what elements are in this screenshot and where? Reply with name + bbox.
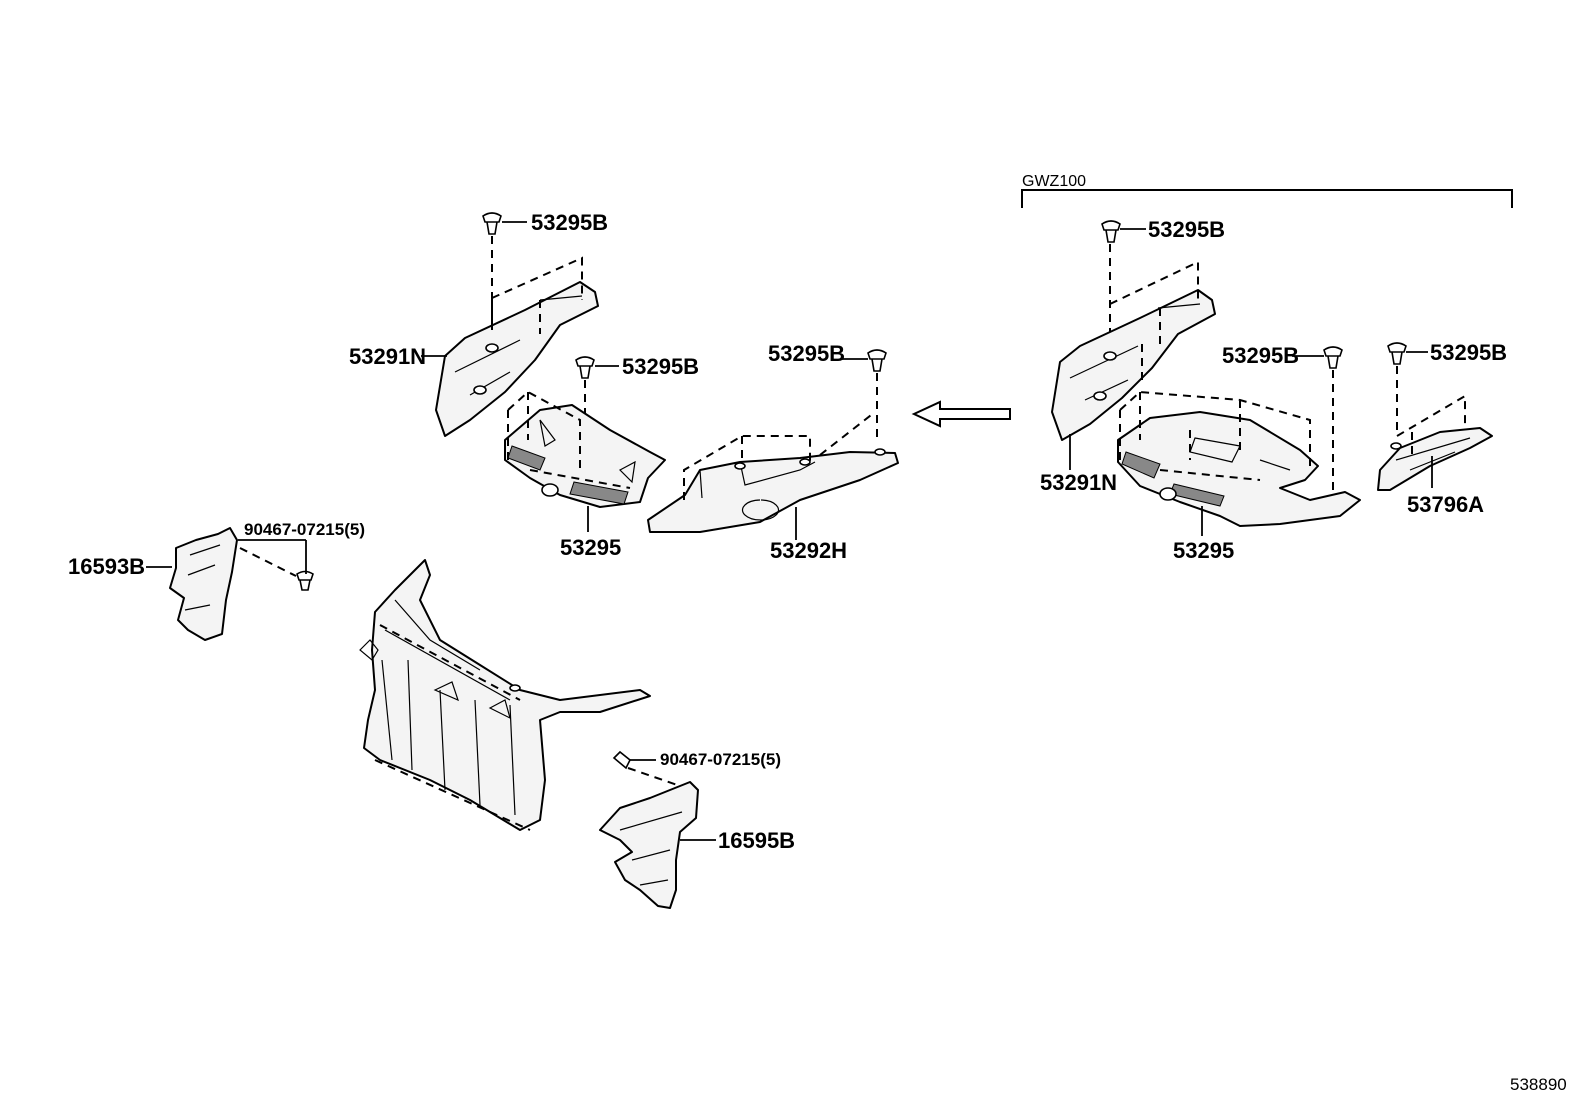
- clip-icon: [867, 349, 887, 372]
- label-90467-right: 90467-07215(5): [660, 750, 781, 769]
- bolt-icon: [612, 750, 632, 770]
- label-53295b-right-mid: 53295B: [1222, 343, 1299, 368]
- center-cover-part: [504, 404, 666, 508]
- direction-arrow-icon: [911, 400, 1011, 428]
- upper-seal-part: [1051, 289, 1216, 441]
- label-53295b-left-top: 53295B: [531, 210, 608, 235]
- diagram-id: 538890: [1510, 1075, 1567, 1094]
- label-53295-left: 53295: [560, 535, 621, 560]
- label-53295b-right-far: 53295B: [1430, 340, 1507, 365]
- label-16595b: 16595B: [718, 828, 795, 853]
- clip-icon: [1101, 220, 1121, 243]
- bolt-icon: [296, 570, 314, 591]
- label-53291n-left: 53291N: [349, 344, 426, 369]
- label-53291n-right: 53291N: [1040, 470, 1117, 495]
- clip-icon: [1323, 346, 1343, 369]
- lower-cover-part: [647, 448, 899, 533]
- group-label-gwz100: GWZ100: [1022, 173, 1086, 190]
- upper-seal-part: [435, 281, 599, 437]
- label-53295b-left-mid: 53295B: [622, 354, 699, 379]
- label-53295-right: 53295: [1173, 538, 1234, 563]
- group-bracket: [1021, 189, 1513, 208]
- label-16593b: 16593B: [68, 554, 145, 579]
- label-53295b-right-top: 53295B: [1148, 217, 1225, 242]
- label-53292h-left: 53292H: [770, 538, 847, 563]
- clip-icon: [482, 212, 502, 235]
- center-cover-part: [1117, 411, 1361, 527]
- clip-icon: [575, 356, 595, 379]
- label-53295b-left-right: 53295B: [768, 341, 845, 366]
- left-bracket-part: [169, 527, 238, 641]
- label-53796a: 53796A: [1407, 492, 1484, 517]
- right-bracket-part: [599, 781, 699, 909]
- label-90467-left: 90467-07215(5): [244, 520, 365, 539]
- side-seal-part: [1377, 427, 1493, 491]
- clip-icon: [1387, 342, 1407, 365]
- radiator-support-part: [359, 559, 651, 831]
